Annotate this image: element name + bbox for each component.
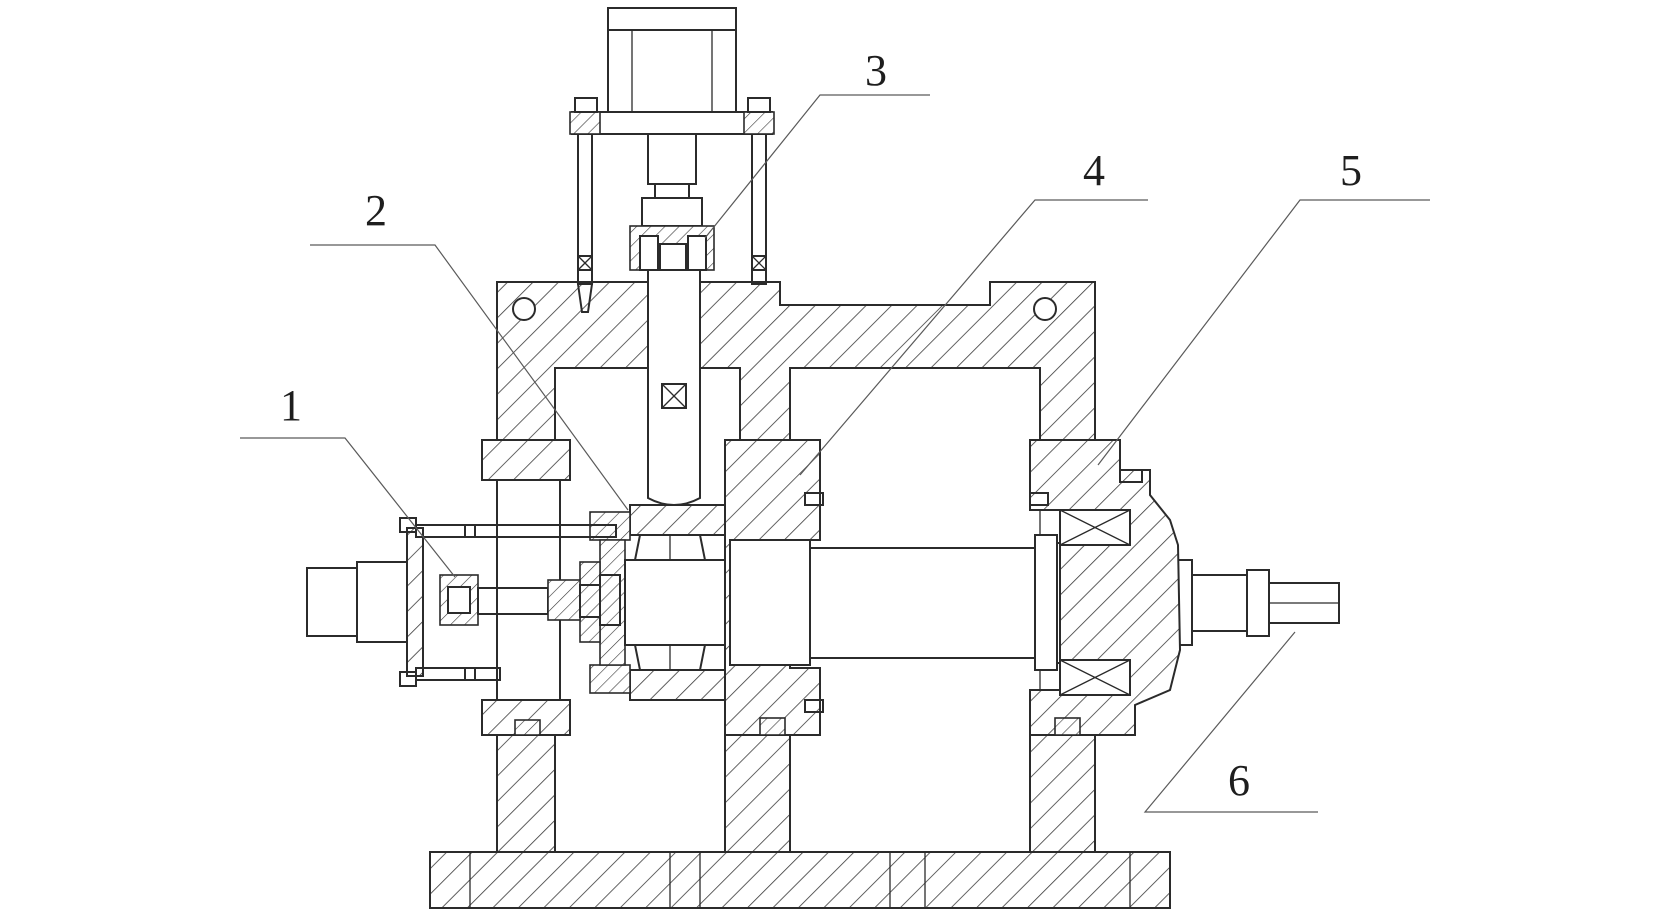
callout-4: 4 bbox=[1083, 146, 1105, 195]
callout-6: 6 bbox=[1228, 756, 1250, 805]
main-shaft bbox=[729, 534, 1340, 671]
callout-labels: 1 2 3 4 5 6 bbox=[280, 46, 1362, 805]
callout-5: 5 bbox=[1340, 146, 1362, 195]
top-loading-cylinder bbox=[569, 7, 775, 506]
callout-3: 3 bbox=[865, 46, 887, 95]
callout-2: 2 bbox=[365, 186, 387, 235]
callout-1: 1 bbox=[280, 381, 302, 430]
right-support-housing bbox=[1029, 439, 1182, 736]
leader-lines bbox=[240, 94, 1430, 813]
left-drive-assembly bbox=[306, 517, 621, 687]
test-bearing-assembly bbox=[579, 504, 731, 701]
base-plate bbox=[429, 851, 1171, 909]
